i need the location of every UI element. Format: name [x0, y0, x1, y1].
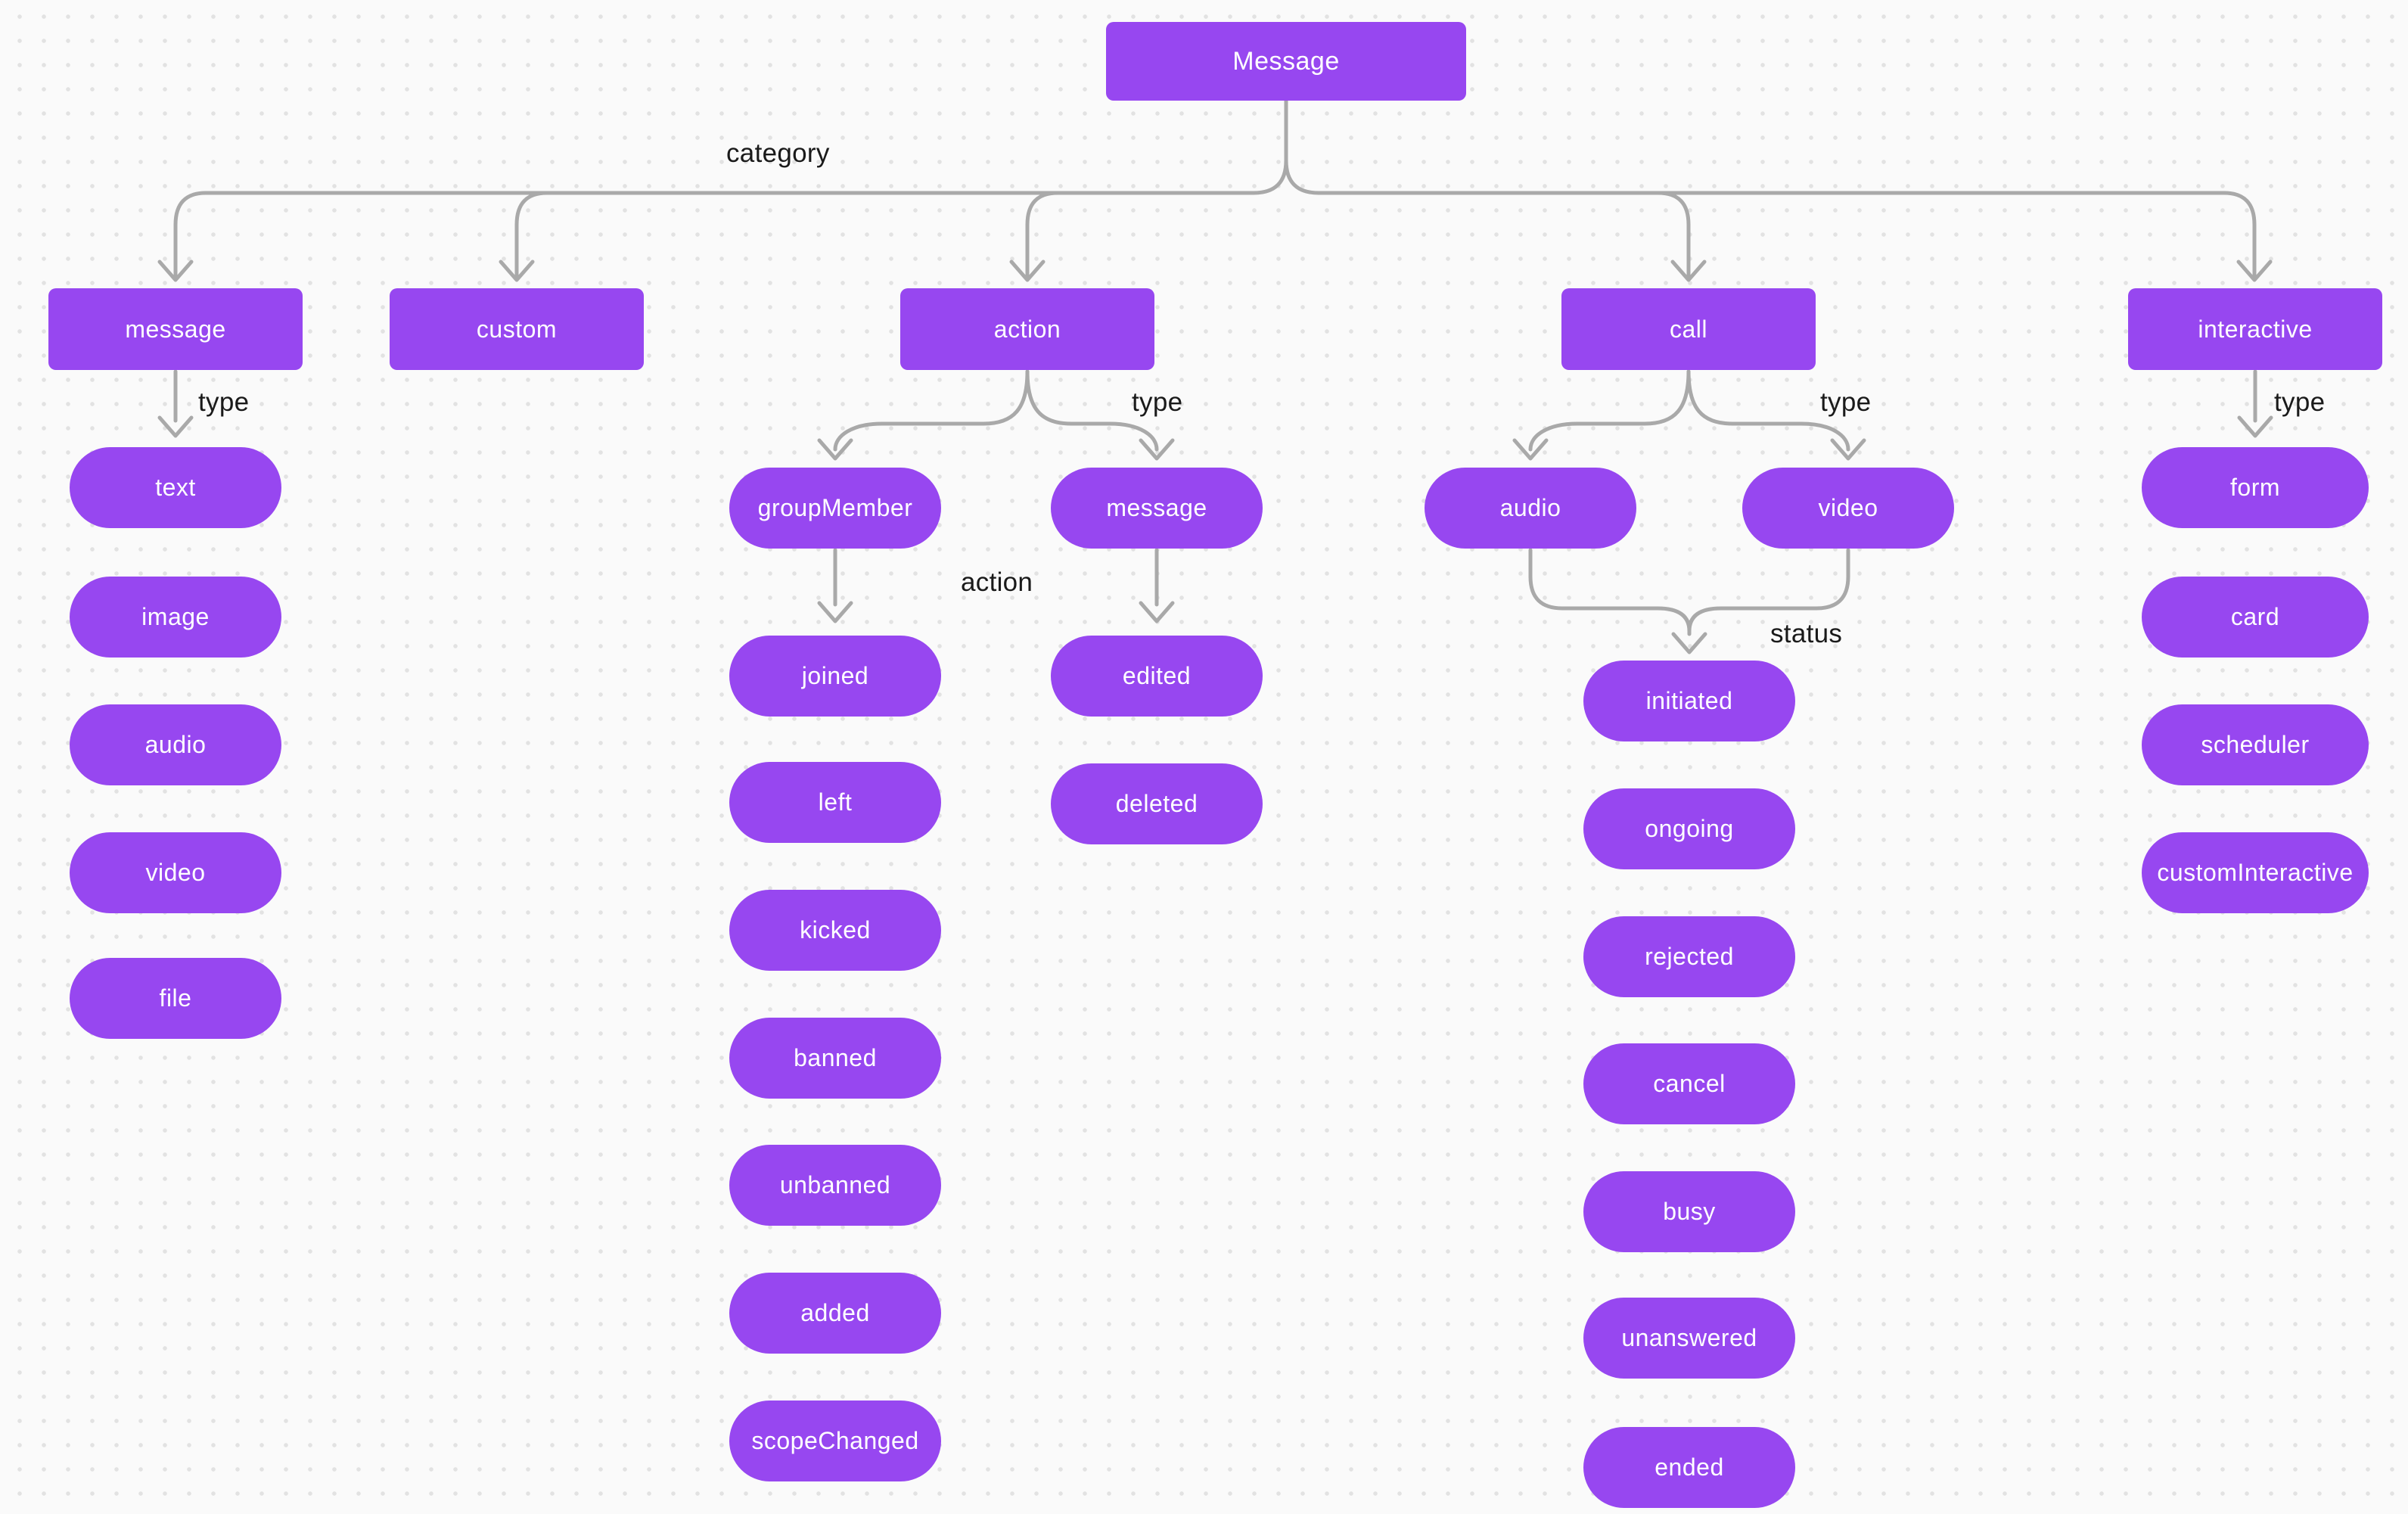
edge-label-call-status: status	[1770, 619, 1843, 648]
node-added[interactable]: added	[729, 1273, 941, 1354]
node-unanswered[interactable]: unanswered	[1583, 1298, 1795, 1379]
connector-group-member-action	[817, 548, 853, 623]
node-custom[interactable]: custom	[390, 288, 644, 370]
node-group-member[interactable]: groupMember	[729, 468, 941, 549]
node-text[interactable]: text	[70, 447, 281, 528]
connector-root-category-bus	[157, 98, 2273, 282]
node-edited[interactable]: edited	[1051, 636, 1263, 717]
edge-label-group-member-action: action	[961, 567, 1033, 597]
node-initiated[interactable]: initiated	[1583, 661, 1795, 741]
connector-interactive-type	[2237, 369, 2273, 438]
node-scheduler[interactable]: scheduler	[2142, 704, 2369, 785]
node-file[interactable]: file	[70, 958, 281, 1039]
node-cancel[interactable]: cancel	[1583, 1043, 1795, 1124]
edge-label-call-type: type	[1820, 387, 1872, 417]
node-banned[interactable]: banned	[729, 1018, 941, 1099]
node-call[interactable]: call	[1561, 288, 1816, 370]
node-scope-changed[interactable]: scopeChanged	[729, 1401, 941, 1481]
node-audio[interactable]: audio	[70, 704, 281, 785]
node-joined[interactable]: joined	[729, 636, 941, 717]
node-image[interactable]: image	[70, 577, 281, 658]
node-custom-interactive[interactable]: customInteractive	[2142, 832, 2369, 913]
node-left[interactable]: left	[729, 762, 941, 843]
node-action-message[interactable]: message	[1051, 468, 1263, 549]
node-busy[interactable]: busy	[1583, 1171, 1795, 1252]
connector-action-message-children	[1139, 548, 1175, 623]
edge-label-interactive-type: type	[2274, 387, 2326, 417]
connector-call-split	[1512, 369, 1866, 461]
node-rejected[interactable]: rejected	[1583, 916, 1795, 997]
edge-label-category: category	[726, 138, 830, 168]
node-card[interactable]: card	[2142, 577, 2369, 658]
connector-call-status-merge	[1528, 548, 1850, 654]
node-unbanned[interactable]: unbanned	[729, 1145, 941, 1226]
connector-action-split	[817, 369, 1175, 461]
node-call-video[interactable]: video	[1742, 468, 1954, 549]
node-call-audio[interactable]: audio	[1425, 468, 1636, 549]
connector-message-type	[157, 369, 194, 438]
node-message[interactable]: message	[48, 288, 303, 370]
node-ongoing[interactable]: ongoing	[1583, 788, 1795, 869]
node-deleted[interactable]: deleted	[1051, 763, 1263, 844]
node-video[interactable]: video	[70, 832, 281, 913]
node-root-message[interactable]: Message	[1106, 22, 1466, 101]
node-ended[interactable]: ended	[1583, 1427, 1795, 1508]
node-form[interactable]: form	[2142, 447, 2369, 528]
node-action[interactable]: action	[900, 288, 1154, 370]
edge-label-message-type: type	[198, 387, 250, 417]
edge-label-action-type: type	[1132, 387, 1183, 417]
node-kicked[interactable]: kicked	[729, 890, 941, 971]
node-interactive[interactable]: interactive	[2128, 288, 2382, 370]
